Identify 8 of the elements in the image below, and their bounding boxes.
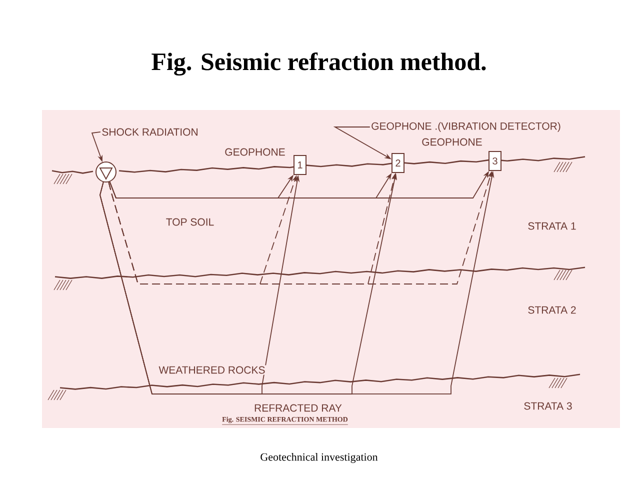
callout-text: GEOPHONE .(VIBRATION DETECTOR) [372, 122, 560, 132]
title: Fig. Seismic refraction method. [152, 52, 486, 76]
geophone-box: 1 [294, 155, 306, 175]
caption: Geotechnical investigation [260, 453, 378, 463]
geophone-box: 2 [392, 153, 404, 173]
shock-source-symbol [96, 162, 116, 182]
geophone-box: 3 [488, 151, 502, 171]
callout-text: SHOCK RADIATION [102, 128, 198, 136]
